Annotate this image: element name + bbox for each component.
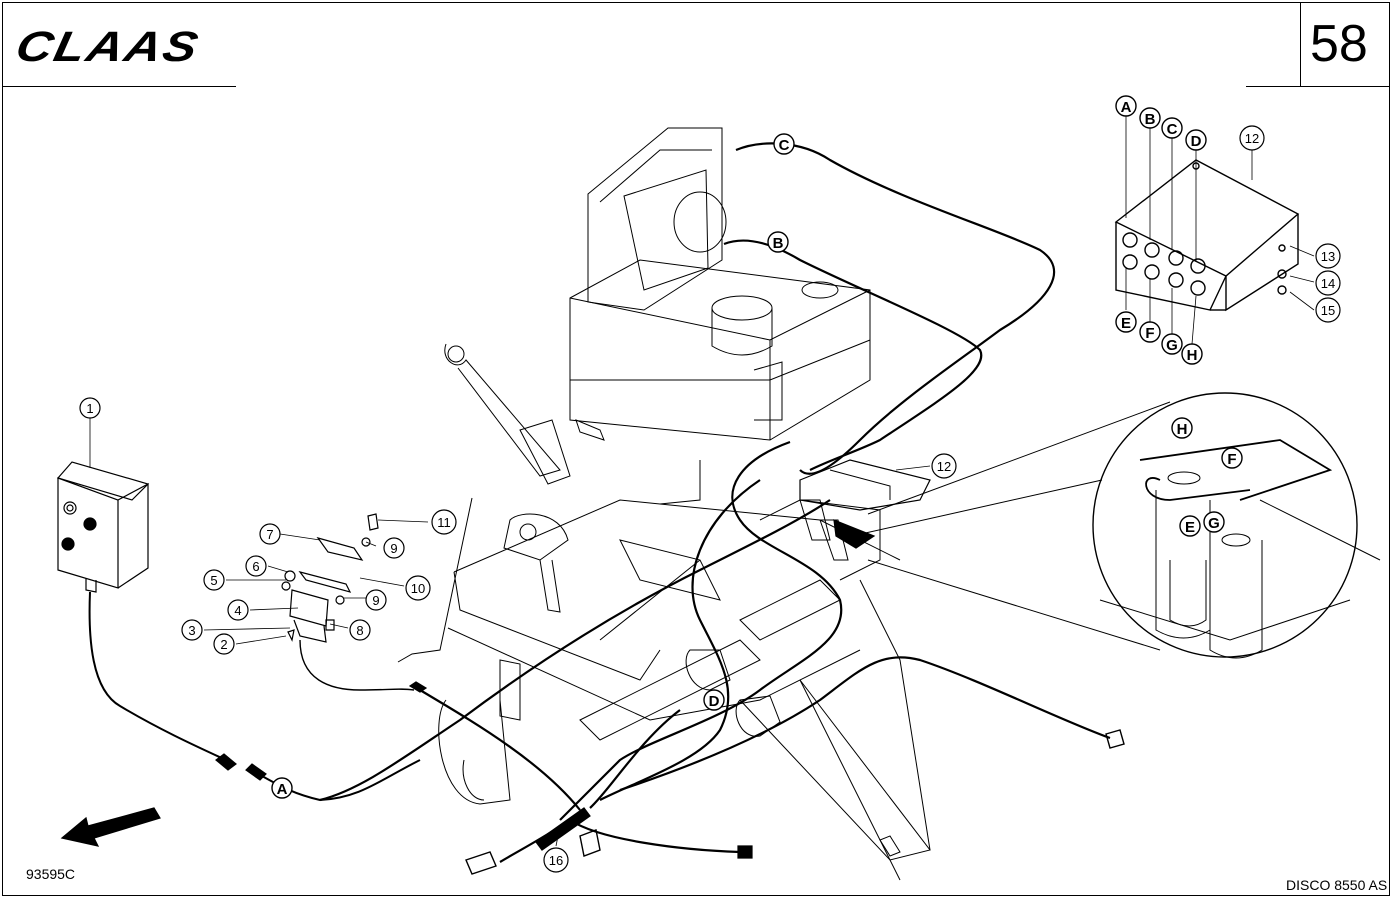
callout-2: 2	[213, 633, 235, 655]
callout-3: 3	[181, 619, 203, 641]
callout-14: 14	[1315, 270, 1341, 296]
callout-label: 3	[188, 623, 195, 638]
letter-C-cable: C	[773, 133, 795, 155]
connector-letter: F	[1227, 451, 1236, 468]
callout-12b: 12	[1239, 125, 1265, 151]
mounting-bracket-parts	[281, 497, 473, 693]
callout-label: 9	[372, 593, 379, 608]
callout-7: 7	[259, 523, 281, 545]
callout-label: 14	[1321, 276, 1335, 291]
connector-letter: B	[1145, 111, 1156, 128]
callout-13: 13	[1315, 243, 1341, 269]
connector-letter: H	[1177, 421, 1188, 438]
callout-12a: 12	[931, 453, 957, 479]
connector-letter: G	[1166, 337, 1178, 354]
page-number: 58	[1310, 15, 1368, 73]
callout-4: 4	[227, 599, 249, 621]
letter-A-box: A	[1115, 95, 1137, 117]
connector-letter: D	[709, 693, 720, 710]
callout-label: 4	[234, 603, 241, 618]
header-rule-right	[1246, 86, 1390, 87]
connector-letter: F	[1145, 325, 1154, 342]
drawing-code: 93595C	[26, 866, 76, 882]
callout-6: 6	[245, 555, 267, 577]
callout-9b: 9	[383, 537, 405, 559]
callout-5: 5	[203, 569, 225, 591]
callout-11: 11	[431, 509, 457, 535]
connector-letter: B	[773, 235, 784, 252]
page-number-divider	[1300, 2, 1301, 86]
plug-connector-icon	[1105, 729, 1125, 749]
connector-letter: C	[779, 137, 790, 154]
callout-15: 15	[1315, 297, 1341, 323]
callout-label: 10	[411, 581, 425, 596]
callout-label: 12	[937, 459, 951, 474]
valve-block-assembly	[799, 459, 931, 549]
plug-connector-icon	[465, 851, 497, 875]
letter-B-box: B	[1139, 107, 1161, 129]
callout-label: 5	[210, 573, 217, 588]
callout-1: 1	[79, 397, 101, 419]
detail-magnifier	[851, 392, 1381, 659]
frame-beams	[438, 343, 931, 881]
callout-label: 11	[437, 515, 451, 530]
connector-letter: G	[1208, 515, 1220, 532]
letter-B-cable: B	[767, 231, 789, 253]
letter-A-cable: A	[271, 777, 293, 799]
letter-E-detail: E	[1179, 515, 1201, 537]
connector-letters-group: A B C D E F G H A B C D H F E G	[271, 95, 1243, 799]
direction-arrow-icon	[60, 807, 161, 847]
connector-letter: C	[1167, 121, 1178, 138]
callout-16: 16	[543, 847, 569, 873]
letter-F-box: F	[1139, 321, 1161, 343]
model-name: DISCO 8550 AS	[1286, 877, 1388, 893]
letter-D-box: D	[1185, 129, 1207, 151]
letter-F-detail: F	[1221, 447, 1243, 469]
cable-harness	[319, 142, 1111, 863]
connector-letter: H	[1187, 347, 1198, 364]
letter-H-detail: H	[1171, 417, 1193, 439]
connector-letter: E	[1121, 315, 1131, 332]
plug-connector-icon	[579, 829, 601, 857]
callout-10: 10	[405, 575, 431, 601]
callout-8: 8	[349, 619, 371, 641]
letter-G-box: G	[1161, 333, 1183, 355]
callout-label: 16	[549, 853, 563, 868]
connector-letter: D	[1191, 133, 1202, 150]
harness-sleeve	[535, 807, 591, 851]
callout-label: 15	[1321, 303, 1335, 318]
hydraulic-tank-structure	[569, 127, 871, 441]
letter-H-box: H	[1181, 343, 1203, 365]
connector-letter: E	[1185, 519, 1195, 536]
letter-E-box: E	[1115, 311, 1137, 333]
callout-9a: 9	[365, 589, 387, 611]
callout-label: 8	[356, 623, 363, 638]
connector-letter: A	[277, 781, 288, 798]
letter-C-box: C	[1161, 117, 1183, 139]
connector-letter: A	[1121, 99, 1132, 116]
callout-label: 1	[86, 401, 93, 416]
callout-label: 12	[1245, 131, 1259, 146]
callouts-group: 1 2 3 4 5 6 7 8 9 9 10 11 12 12 13 14 15…	[79, 125, 1341, 873]
letter-D-cable: D	[703, 689, 725, 711]
plug-connector-icon	[737, 845, 753, 859]
callout-label: 9	[390, 541, 397, 556]
callout-label: 6	[252, 559, 259, 574]
header-rule-left	[2, 86, 236, 87]
callout-label: 7	[266, 527, 273, 542]
junction-box	[1114, 159, 1300, 312]
letter-G-detail: G	[1203, 511, 1225, 533]
callout-leader-lines	[89, 114, 1315, 847]
callout-label: 13	[1321, 249, 1335, 264]
callout-label: 2	[220, 637, 227, 652]
